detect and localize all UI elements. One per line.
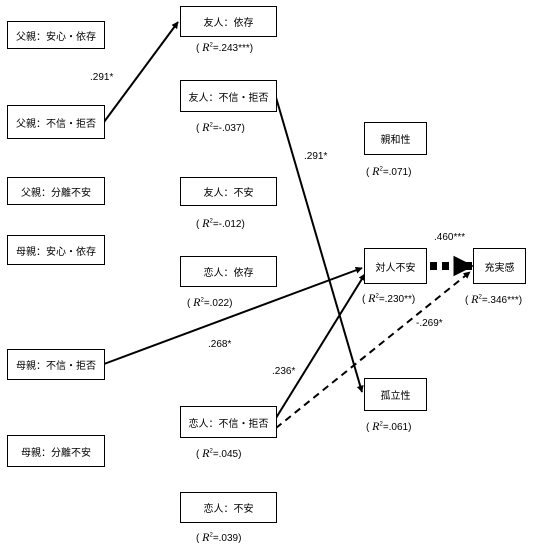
node-interpersonal-anxiety: 対人不安 — [364, 248, 427, 284]
r2-value: =.022) — [203, 298, 233, 309]
r2-value: =-.037) — [212, 123, 245, 134]
node-label: 友人：不信・拒否 — [188, 92, 269, 104]
node-label: 充実感 — [484, 262, 515, 274]
r2-value: =-.012) — [212, 219, 245, 230]
r2-symbol: R — [202, 530, 210, 544]
coef-father-distrust-to-friend-dependence: .291* — [90, 72, 114, 83]
node-lover-anxiety: 恋人：不安 — [180, 492, 277, 523]
r2-prefix: ( — [187, 298, 191, 309]
node-label: 孤立性 — [380, 391, 411, 402]
r2-symbol: R — [202, 40, 210, 54]
r2-symbol: R — [202, 446, 210, 460]
r2-prefix: ( — [366, 167, 370, 178]
r2-exponent: 2 — [209, 218, 213, 225]
r2-prefix: ( — [196, 449, 200, 460]
r2-value: =.039) — [212, 533, 242, 544]
coef-lover-distrust-to-fulfillment: -.269* — [416, 318, 443, 329]
r2-symbol: R — [372, 164, 380, 178]
node-friend-distrust: 友人：不信・拒否 — [180, 80, 277, 112]
r2-prefix: ( — [196, 123, 200, 134]
node-label: 母親：不信・拒否 — [16, 361, 96, 372]
node-lover-distrust: 恋人：不信・拒否 — [180, 406, 277, 438]
r2-value: =.346***) — [481, 295, 523, 306]
r2-exponent: 2 — [209, 532, 213, 539]
node-father-secure: 父親：安心・依存 — [7, 21, 105, 49]
node-affiliation: 親和性 — [364, 122, 427, 155]
node-label: 友人：不安 — [203, 188, 254, 199]
r2-prefix: ( — [465, 295, 469, 306]
r2-lover-distrust: ( R2=.045) — [196, 446, 241, 461]
node-label: 恋人：不信・拒否 — [188, 418, 269, 430]
arrow-lover-distrust-to-fulfillment — [275, 271, 471, 429]
r2-friend-distrust: ( R2=-.037) — [196, 120, 245, 135]
r2-exponent: 2 — [379, 421, 383, 428]
node-label: 恋人：依存 — [203, 268, 254, 279]
r2-lover-anxiety: ( R2=.039) — [196, 530, 241, 545]
r2-exponent: 2 — [209, 42, 213, 49]
node-lover-dependence: 恋人：依存 — [180, 256, 277, 287]
r2-friend-dependence: ( R2=.243***) — [196, 40, 253, 55]
node-isolation: 孤立性 — [364, 378, 427, 411]
r2-symbol: R — [368, 291, 376, 305]
r2-exponent: 2 — [375, 293, 379, 300]
node-mother-distrust: 母親：不信・拒否 — [7, 349, 105, 380]
r2-prefix: ( — [196, 219, 200, 230]
coef-friend-distrust-to-isolation: .291* — [304, 151, 328, 162]
node-mother-separation: 母親：分離不安 — [7, 435, 105, 467]
node-father-separation: 父親：分離不安 — [7, 177, 105, 205]
node-label: 父親：分離不安 — [21, 187, 91, 199]
node-label: 母親：安心・依存 — [16, 246, 96, 258]
node-label: 親和性 — [380, 135, 411, 146]
r2-symbol: R — [193, 295, 201, 309]
r2-interpersonal-anxiety: ( R2=.230**) — [362, 291, 415, 306]
arrow-mother-distrust-to-interpersonal-anxiety — [103, 266, 363, 365]
r2-prefix: ( — [362, 294, 366, 305]
r2-symbol: R — [202, 216, 210, 230]
node-label: 友人：依存 — [203, 18, 254, 29]
r2-exponent: 2 — [379, 166, 383, 173]
r2-exponent: 2 — [478, 294, 482, 301]
coef-interpersonal-anxiety-to-fulfillment: .460*** — [434, 232, 466, 243]
r2-exponent: 2 — [209, 448, 213, 455]
r2-friend-anxiety: ( R2=-.012) — [196, 216, 245, 231]
r2-isolation: ( R2=.061) — [366, 419, 411, 434]
r2-value: =.243***) — [212, 43, 254, 54]
node-mother-secure: 母親：安心・依存 — [7, 235, 105, 265]
node-friend-anxiety: 友人：不安 — [180, 177, 277, 206]
coef-lover-distrust-to-interpersonal-anxiety: .236* — [272, 366, 296, 377]
node-label: 父親：安心・依存 — [16, 31, 96, 43]
node-label: 対人不安 — [375, 262, 416, 274]
r2-lover-dependence: ( R2=.022) — [187, 295, 232, 310]
node-friend-dependence: 友人：依存 — [180, 6, 277, 37]
r2-value: =.045) — [212, 449, 242, 460]
node-label: 父親：不信・拒否 — [16, 118, 96, 130]
r2-prefix: ( — [366, 422, 370, 433]
r2-symbol: R — [372, 419, 380, 433]
node-label: 恋人：不安 — [203, 504, 254, 515]
r2-value: =.230**) — [378, 294, 416, 305]
r2-prefix: ( — [196, 533, 200, 544]
r2-prefix: ( — [196, 43, 200, 54]
r2-fulfillment: ( R2=.346***) — [465, 292, 522, 307]
node-father-distrust: 父親：不信・拒否 — [7, 105, 105, 139]
arrow-father-distrust-to-friend-dependence — [103, 21, 179, 123]
r2-exponent: 2 — [200, 297, 204, 304]
r2-affiliation: ( R2=.071) — [366, 164, 411, 179]
r2-exponent: 2 — [209, 122, 213, 129]
arrow-lover-distrust-to-interpersonal-anxiety — [275, 273, 366, 419]
r2-symbol: R — [471, 292, 479, 306]
node-label: 母親：分離不安 — [21, 447, 91, 459]
r2-symbol: R — [202, 120, 210, 134]
arrow-friend-distrust-to-isolation — [274, 93, 364, 393]
node-fulfillment: 充実感 — [473, 248, 526, 284]
coef-mother-distrust-to-interpersonal-anxiety: .268* — [208, 339, 232, 350]
r2-value: =.061) — [382, 422, 412, 433]
r2-value: =.071) — [382, 167, 412, 178]
